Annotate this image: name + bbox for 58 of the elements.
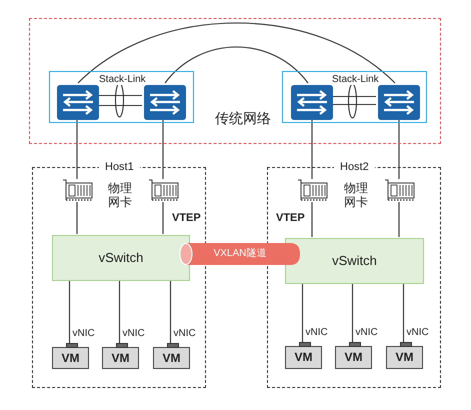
network-card-icon (298, 180, 328, 203)
switch-icon (378, 85, 420, 120)
vtep-label: VTEP (172, 212, 201, 224)
vm-label: VM (162, 352, 182, 366)
connector-line (402, 283, 404, 345)
connector-line (78, 22, 396, 84)
connector-line (352, 283, 354, 345)
connector-line (331, 96, 376, 98)
network-region-box (29, 18, 441, 144)
vnic-label: vNIC (406, 327, 429, 338)
connector-line (164, 46, 308, 84)
vm-label: VM (344, 351, 364, 364)
switch-icon (291, 85, 333, 120)
vnic-label: vNIC (356, 327, 378, 338)
stack-group-box (282, 71, 427, 123)
vswitch-label: vSwitch (98, 251, 144, 266)
stack-group-box (49, 71, 194, 123)
host-title: Host1 (99, 161, 140, 174)
connector-line (76, 118, 78, 179)
connector-line (97, 94, 142, 96)
vnic-label: vNIC (122, 328, 145, 339)
connector-line (398, 118, 400, 179)
connector-line (162, 118, 164, 179)
vm-label: VM (394, 351, 414, 364)
vswitch-box (285, 238, 424, 284)
nic-label: 物理网卡 (108, 181, 133, 210)
network-card-icon (63, 180, 93, 203)
switch-icon (144, 85, 186, 120)
stack-link-label: Stack-Link (331, 74, 380, 85)
vswitch-label: vSwitch (331, 254, 378, 268)
vnic-label: vNIC (306, 327, 328, 338)
connector-line (162, 202, 164, 234)
connector-line (311, 118, 313, 179)
connector-line (76, 202, 78, 234)
vtep-label: VTEP (276, 212, 305, 224)
switch-icon (57, 85, 99, 120)
connector-line (118, 280, 120, 346)
network-card-icon (385, 180, 415, 203)
nic-label: 物理网卡 (344, 181, 369, 210)
vm-label: VM (110, 352, 130, 366)
connector-line (170, 280, 172, 346)
stack-link-label: Stack-Link (98, 74, 147, 85)
connector-line (311, 202, 313, 237)
connector-line (68, 280, 70, 346)
connector-line (97, 104, 142, 106)
tunnel-label: VXLAN隧道 (212, 248, 268, 259)
connector-line (302, 283, 304, 345)
network-card-icon (149, 180, 179, 203)
connector-line (331, 104, 376, 106)
vnic-label: vNIC (72, 328, 95, 339)
vm-label: VM (60, 352, 80, 366)
connector-line (398, 202, 400, 237)
vnic-label: vNIC (174, 328, 196, 339)
vswitch-box (52, 235, 190, 281)
region-label: 传统网络 (215, 111, 271, 126)
host-title: Host2 (334, 161, 375, 174)
tunnel-pipe (180, 243, 300, 265)
vm-label: VM (294, 351, 314, 364)
